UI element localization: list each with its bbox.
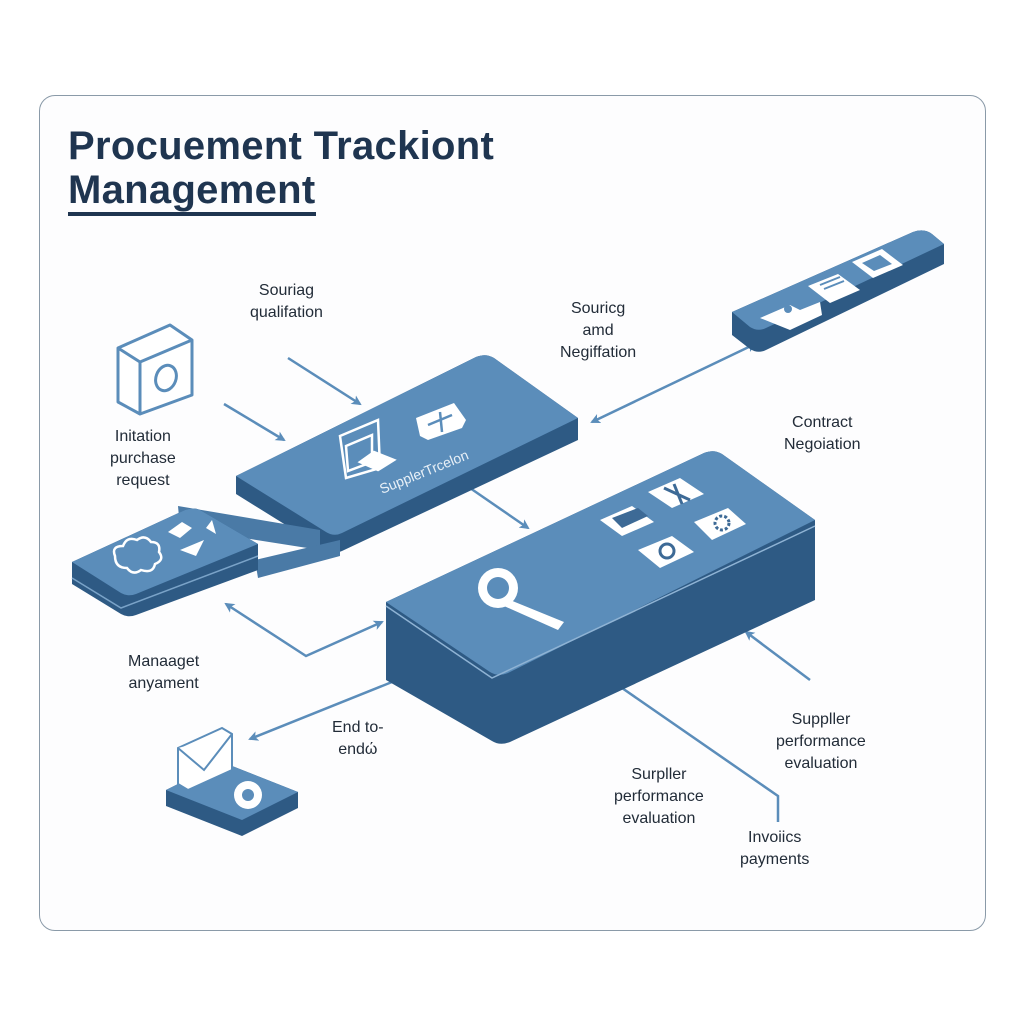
bottom-left-card — [166, 726, 298, 836]
label-sourcing-negotiation: Souricg amd Negiffation — [560, 300, 637, 361]
label-sourcing-qualification: Souriag qualifation — [250, 282, 323, 321]
top-right-card — [732, 230, 944, 352]
location-icon — [638, 536, 694, 568]
user-folder-icon — [760, 302, 822, 330]
box-icon — [116, 323, 194, 416]
document-icon — [808, 274, 860, 303]
search-icon — [478, 568, 564, 630]
grid-icon — [600, 506, 654, 536]
arrows — [223, 342, 811, 822]
label-supplier-evaluation-right: Suppller performance evaluation — [776, 711, 866, 772]
label-supplier-evaluation-left: Surpller performance evaluation — [614, 766, 704, 827]
envelope-icon — [177, 726, 233, 792]
laptop-icon — [852, 249, 903, 278]
recycle-icon — [168, 520, 216, 556]
label-end-to-end: End to- endώ — [332, 719, 384, 758]
title-line-1: Procuement Trackiont — [68, 124, 495, 168]
gear-icon — [234, 781, 262, 809]
gear-icon — [694, 508, 746, 540]
chat-icon — [416, 403, 466, 440]
tools-icon — [648, 478, 704, 508]
arrow-supplier-to-main — [469, 486, 530, 530]
page-title: Procuement Trackiont Management — [68, 124, 494, 216]
label-management: Manaaget anyament — [128, 653, 200, 692]
arrow-supplier-eval — [744, 630, 811, 681]
title-line-2: Management — [68, 170, 316, 216]
arrow-end-to-end — [248, 680, 393, 741]
supplier-block: SupplerTrcelon — [236, 355, 578, 553]
label-invoices-payments: Invoiics payments — [740, 829, 810, 868]
arrow-qualification-to-supplier — [287, 356, 362, 406]
arrow-management — [224, 602, 384, 658]
left-block — [71, 506, 340, 617]
arrow-sourcing-negotiation — [590, 342, 757, 424]
line-invoices — [621, 686, 780, 822]
inbox-tray-icon — [338, 418, 397, 480]
main-block — [385, 451, 816, 744]
label-contract-negotiation: Contract Negoiation — [784, 414, 861, 453]
label-initiation-purchase-request: Initation purchase request — [110, 428, 176, 489]
cloud-icon — [112, 536, 163, 574]
arrow-initiation-to-supplier — [223, 402, 286, 442]
